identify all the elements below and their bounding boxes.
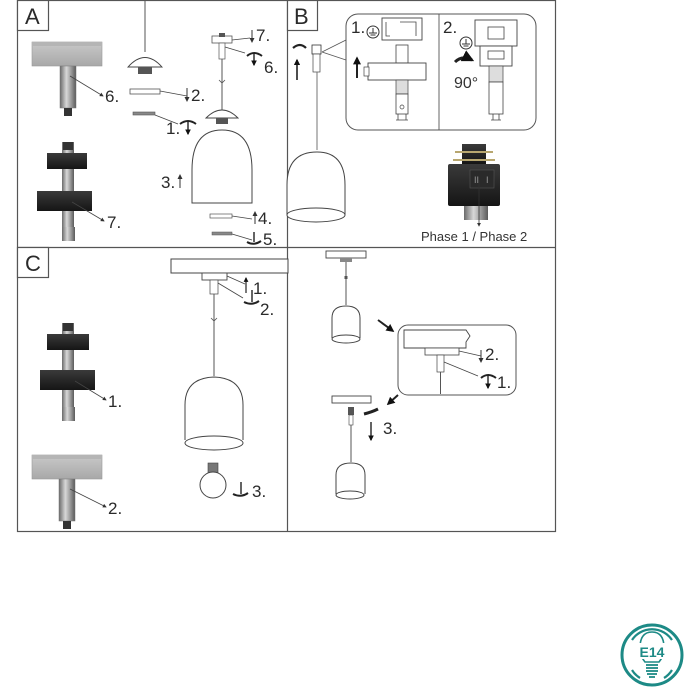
canopy-parts-illustration xyxy=(126,0,164,116)
panel-b: B 1. 2. xyxy=(286,0,537,244)
pointer-arrow xyxy=(74,380,107,401)
leader-line xyxy=(226,275,246,285)
adapter-locked-illustration xyxy=(474,19,518,121)
step-label: 1. xyxy=(108,392,122,411)
pointer-arrow xyxy=(377,319,395,332)
pointer-arrow xyxy=(69,75,104,97)
twist-icon xyxy=(243,290,260,305)
step-label: 7. xyxy=(107,213,121,232)
e14-socket-badge: E14 xyxy=(620,623,684,687)
step-label: 1. xyxy=(166,119,180,138)
pointer-arrow xyxy=(71,201,105,222)
leader-line xyxy=(154,114,179,125)
panel-a: A 6. 7. 2. xyxy=(16,0,278,249)
twist-icon xyxy=(232,482,249,497)
inset-step-label: 2. xyxy=(443,18,457,37)
pointer-arrow xyxy=(386,394,399,406)
inset-step-label: 1. xyxy=(497,373,511,392)
clamp-adapter-illustration xyxy=(40,323,95,421)
pendant-with-adapter-illustration xyxy=(286,43,346,223)
step-label: 3. xyxy=(383,419,397,438)
panel-letter-box-a: A xyxy=(16,0,50,32)
step-label: 3. xyxy=(252,482,266,501)
phase-adapter-illustration: II I xyxy=(448,144,500,227)
rotation-label: 90° xyxy=(454,75,478,92)
step-label: 1. xyxy=(253,279,267,298)
inset-step-label: 2. xyxy=(485,345,499,364)
leader-line xyxy=(159,90,188,97)
track-adapter-illustration xyxy=(31,454,103,529)
bulb-illustration xyxy=(199,462,227,499)
panel-letter-box-c: C xyxy=(16,246,50,279)
adapter-insert-illustration xyxy=(363,44,427,121)
inset-step-label: 1. xyxy=(351,18,365,37)
pendant-assembly-illustration xyxy=(191,33,253,236)
panel-letter-box-b: B xyxy=(286,0,319,32)
pointer-arrow xyxy=(69,488,107,508)
twist-icon xyxy=(480,374,497,390)
removal-detail-inset: 2. 1. xyxy=(397,324,517,396)
detached-pendant-illustration xyxy=(331,395,372,500)
leader-line xyxy=(231,215,253,220)
step-label: 4. xyxy=(258,209,272,228)
step-label: 6. xyxy=(105,87,119,106)
rotate-arrow-icon xyxy=(363,407,379,416)
step-label: 3. xyxy=(161,173,175,192)
svg-text:I: I xyxy=(486,175,489,185)
panel-letter-c: C xyxy=(25,251,41,276)
twist-icon xyxy=(246,232,262,245)
panel-d: 2. 1. 3. xyxy=(325,250,517,500)
earth-symbol-icon xyxy=(459,36,473,50)
socket-type-label: E14 xyxy=(640,644,665,660)
mounted-pendant-illustration xyxy=(170,258,289,451)
twist-icon xyxy=(179,120,197,136)
leader-line xyxy=(217,282,244,299)
clamp-adapter-illustration xyxy=(37,142,92,241)
panel-c: C 1. 2. xyxy=(16,246,289,529)
svg-text:II: II xyxy=(474,175,479,185)
track-profile-illustration xyxy=(381,17,423,41)
step-label: 2. xyxy=(108,499,122,518)
step-label: 2. xyxy=(191,86,205,105)
leader-line xyxy=(231,233,253,241)
step-label: 5. xyxy=(263,230,277,249)
leader-line xyxy=(224,46,246,54)
step-label: 2. xyxy=(260,300,274,319)
mounted-pendant-small-illustration xyxy=(325,250,367,344)
rotate-arrow-icon xyxy=(292,43,307,49)
twist-icon xyxy=(246,52,263,67)
panel-letter-b: B xyxy=(294,4,309,29)
track-adapter-illustration xyxy=(31,41,103,116)
phase-label: Phase 1 / Phase 2 xyxy=(421,229,527,244)
adapter-detail-inset: 1. 2. xyxy=(321,13,537,131)
panel-letter-a: A xyxy=(25,4,40,29)
step-label: 7. xyxy=(256,26,270,45)
earth-symbol-icon xyxy=(366,25,380,39)
rotate-arrow-icon xyxy=(453,50,475,64)
step-label: 6. xyxy=(264,58,278,77)
leader-line xyxy=(231,37,251,41)
